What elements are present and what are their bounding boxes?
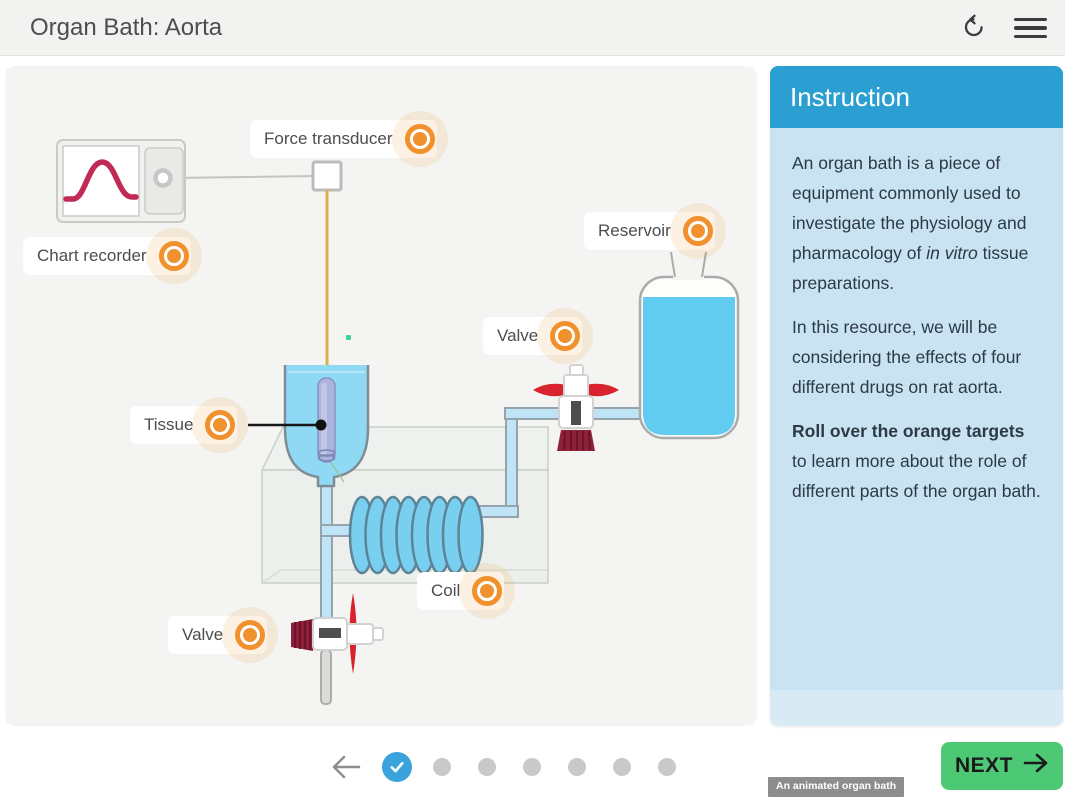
coil-device	[348, 495, 484, 575]
tissue-tie	[329, 461, 345, 483]
tube-riser	[505, 418, 518, 512]
target-icon-tissue[interactable]	[192, 397, 249, 453]
tissue-holder	[317, 377, 336, 463]
valve-top-device	[533, 364, 619, 451]
label-tissue: Tissue	[144, 415, 194, 434]
label-force-transducer: Force transducer	[264, 129, 393, 148]
step-dot-5[interactable]	[567, 758, 586, 776]
reservoir-liquid	[643, 297, 735, 435]
menu-icon	[1013, 17, 1047, 22]
recorder-knob	[153, 168, 173, 188]
tube-chamber-drain	[320, 483, 333, 627]
chart-recorder-device	[56, 139, 186, 223]
label-reservoir: Reservoir	[598, 221, 671, 240]
next-button-label: NEXT	[954, 754, 1013, 777]
diagram-panel: Force transducer Chart recorder Reservoi…	[5, 66, 757, 726]
caption-tooltip: An animated organ bath	[768, 777, 905, 797]
target-icon-chart-recorder[interactable]	[145, 228, 202, 284]
instruction-paragraph-1: An organ bath is a piece of equipment co…	[792, 153, 1029, 293]
label-chart-recorder: Chart recorder	[37, 246, 147, 265]
label-valve-top: Valve	[497, 326, 539, 345]
target-icon-valve-bottom[interactable]	[222, 607, 279, 663]
title-bar: Organ Bath: Aorta	[0, 0, 1065, 56]
instruction-title: Instruction	[770, 66, 1063, 128]
label-valve-bottom: Valve	[182, 625, 224, 644]
valve-bottom-device	[291, 593, 384, 674]
step-dot-6[interactable]	[612, 758, 631, 776]
instruction-paragraph-2: In this resource, we will be considering…	[792, 317, 1022, 397]
instruction-body: An organ bath is a piece of equipment co…	[770, 128, 1063, 726]
force-transducer-device	[311, 160, 343, 192]
tissue-chamber	[283, 365, 370, 488]
drain-tube	[320, 649, 332, 705]
hotspot-valve-top: Valve	[483, 308, 594, 364]
hotspot-valve-bottom: Valve	[168, 607, 279, 663]
target-icon-valve-top[interactable]	[537, 308, 594, 364]
step-progress-dots	[374, 752, 689, 782]
reservoir-device	[638, 251, 740, 440]
menu-button[interactable]	[1012, 14, 1048, 42]
back-arrow-icon	[330, 755, 362, 784]
recorder-trace	[63, 159, 139, 202]
page-title: Organ Bath: Aorta	[30, 14, 223, 41]
instruction-panel: Instruction An organ bath is a piece of …	[770, 66, 1063, 726]
instruction-paragraph-3: Roll over the orange targets to learn mo…	[792, 421, 1041, 501]
green-dot	[346, 335, 351, 340]
reset-icon	[961, 14, 987, 43]
tissue-pointer	[248, 419, 327, 431]
organ-bath-apparatus	[56, 139, 740, 705]
label-coil: Coil	[431, 581, 461, 600]
next-button[interactable]: NEXT	[941, 742, 1063, 790]
hotspot-chart-recorder: Chart recorder	[23, 228, 202, 284]
hotspot-force-transducer: Force transducer	[250, 111, 448, 167]
hotspot-reservoir: Reservoir	[584, 203, 726, 259]
step-dot-3[interactable]	[477, 758, 496, 776]
next-arrow-icon	[1023, 753, 1049, 779]
hotspot-coil: Coil	[417, 563, 516, 619]
hotspot-tissue: Tissue	[130, 397, 249, 453]
reset-button[interactable]	[956, 14, 992, 42]
step-dot-2[interactable]	[432, 758, 451, 776]
step-dot-1-completed[interactable]	[381, 752, 412, 782]
step-dot-4[interactable]	[522, 758, 541, 776]
target-icon-coil[interactable]	[459, 563, 516, 619]
recorder-wire	[168, 175, 316, 179]
step-dot-7[interactable]	[657, 758, 676, 776]
check-icon	[389, 761, 404, 773]
back-button[interactable]	[330, 753, 362, 781]
target-icon-reservoir[interactable]	[669, 203, 726, 259]
target-icon-force-transducer[interactable]	[391, 111, 448, 167]
